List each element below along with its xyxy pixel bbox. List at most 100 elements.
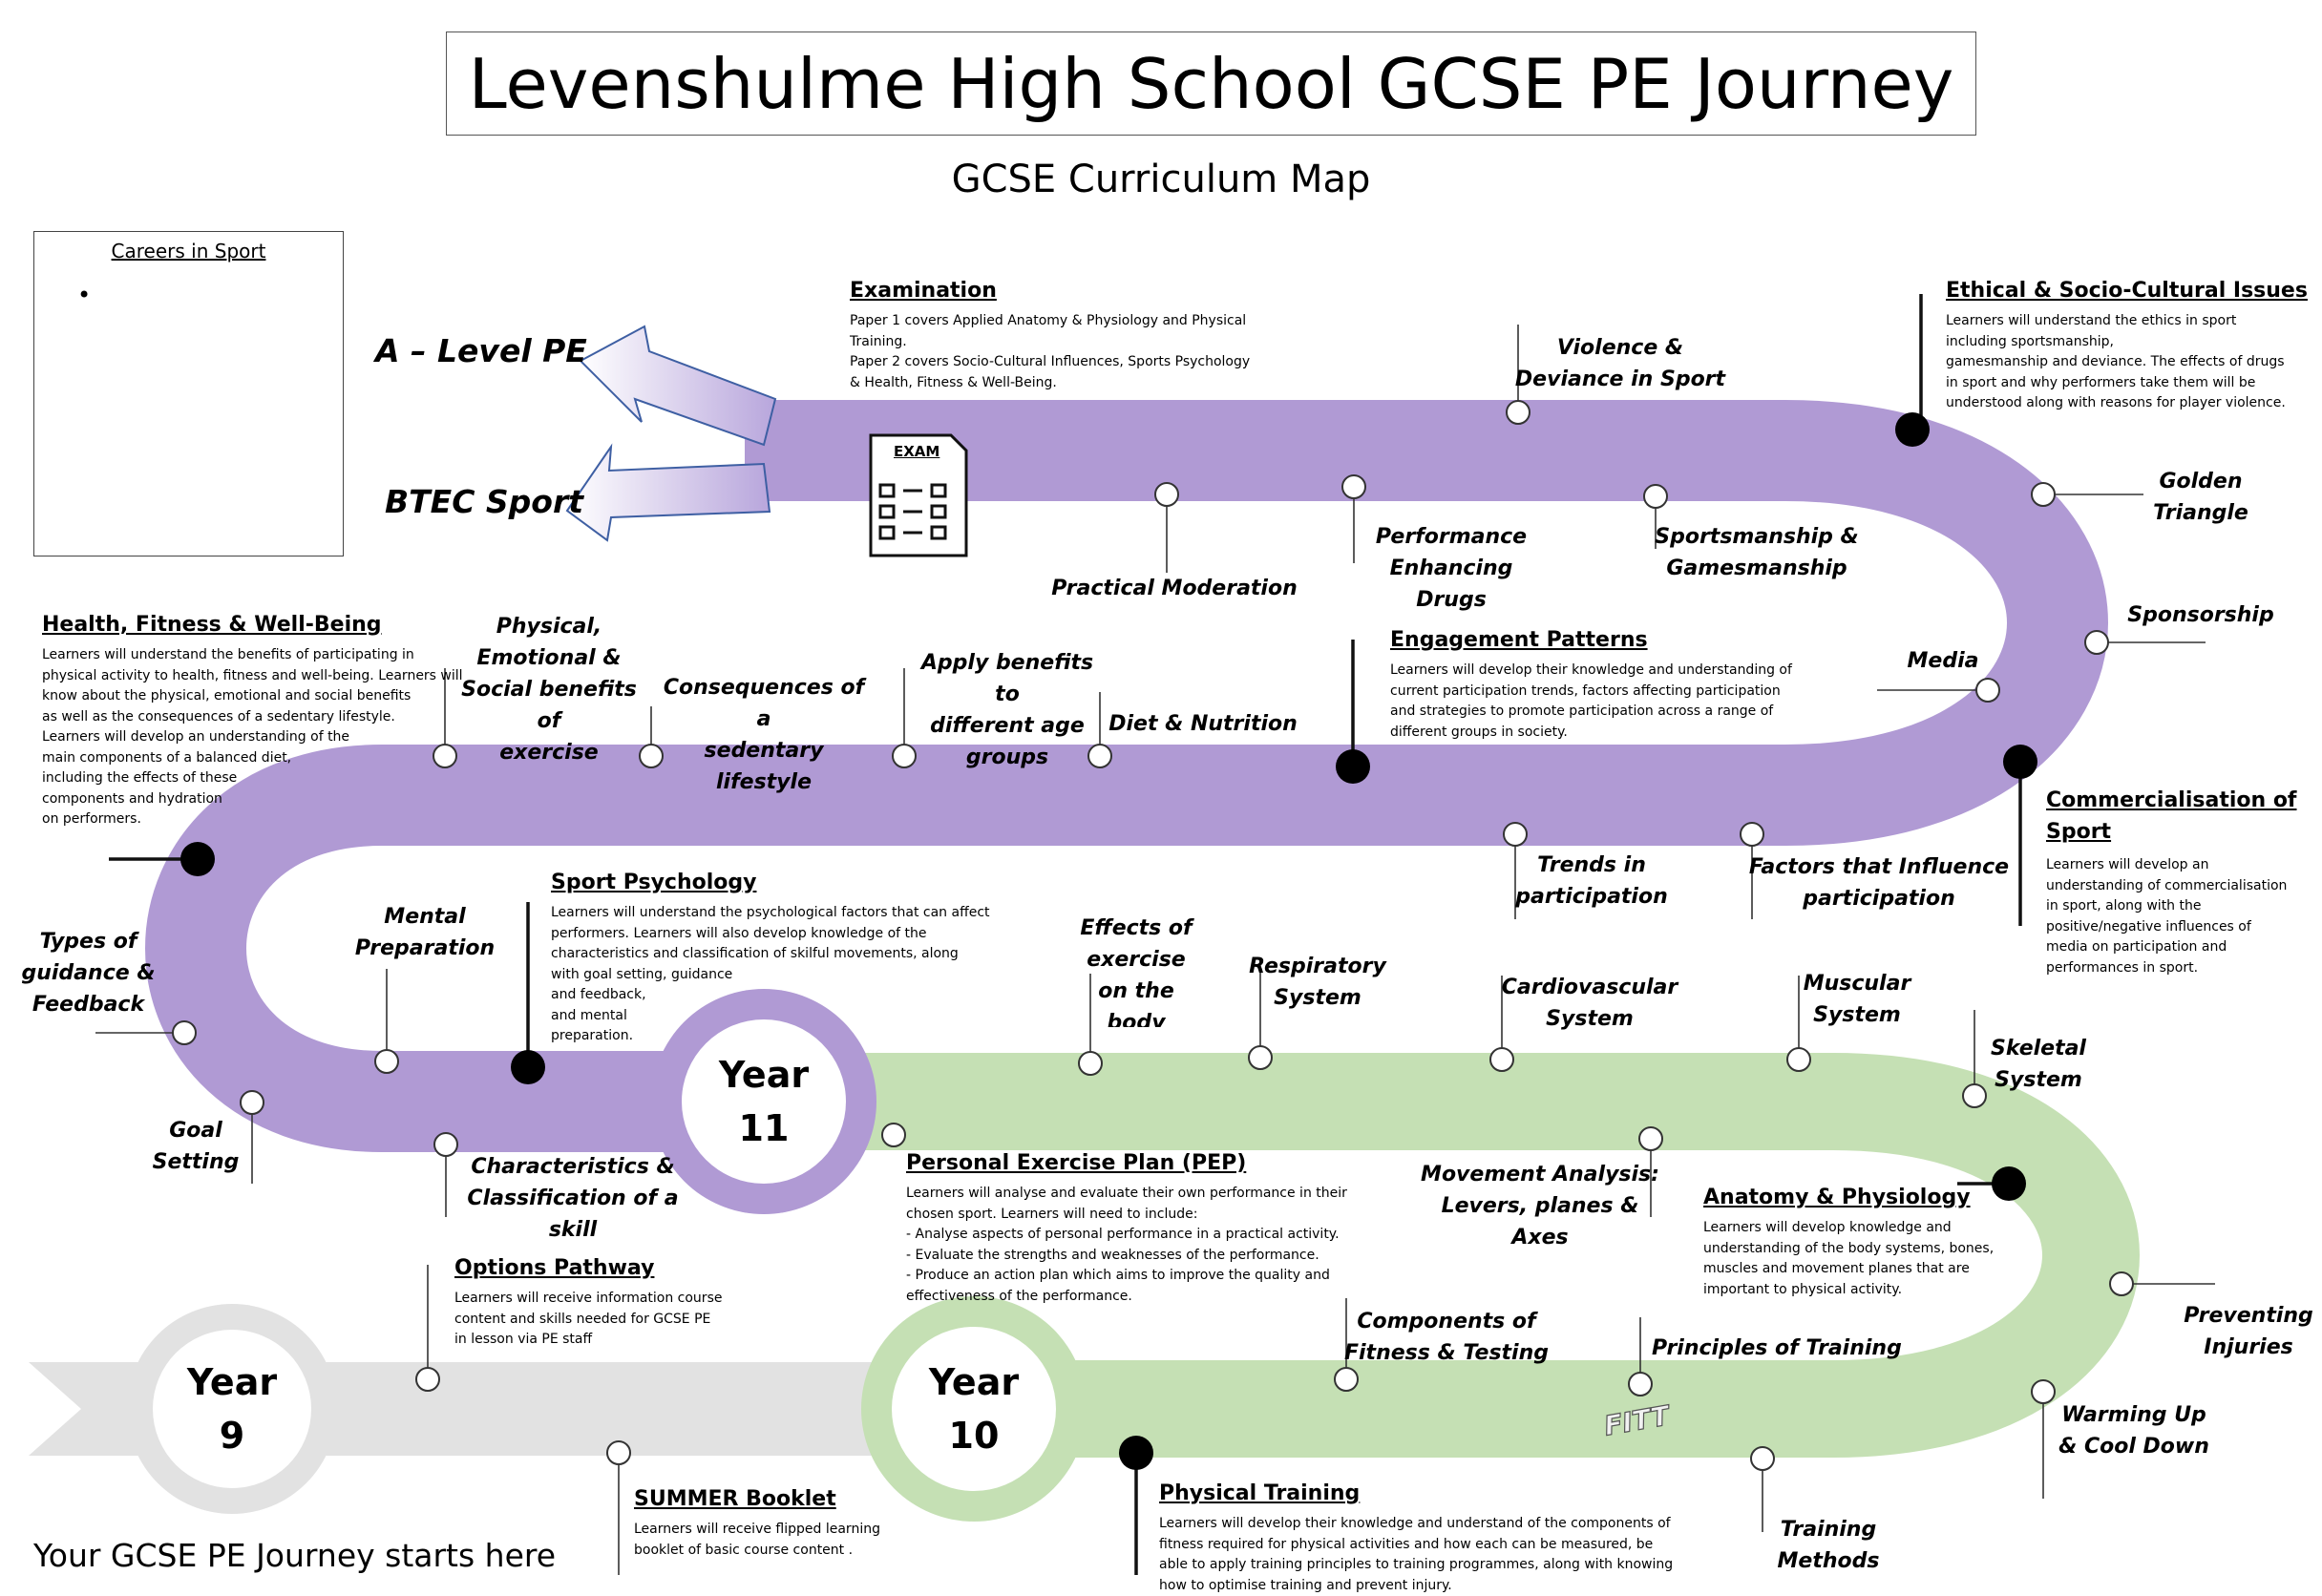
dot-muscular [1786, 1047, 1811, 1072]
engagement-title: Engagement Patterns [1390, 628, 1648, 652]
dot-warming [2031, 1379, 2056, 1404]
dot-cardio [1489, 1047, 1514, 1072]
careers-title: Careers in Sport [111, 240, 266, 262]
dot-preventing [2109, 1271, 2134, 1296]
dot-respiratory [1248, 1045, 1273, 1070]
psychology-body: Learners will understand the psychologic… [551, 905, 990, 1043]
block-physical-training: Physical Training Learners will develop … [1159, 1481, 1673, 1596]
year10-label: Year 10 [928, 1361, 1020, 1457]
dot-movement [1638, 1126, 1663, 1151]
commercialisation-title: Commercialisation of Sport [2046, 788, 2297, 844]
label-ped: Performance Enhancing Drugs [1375, 525, 1528, 612]
dot-ethical [1895, 412, 1930, 447]
label-practical: Practical Moderation [1051, 577, 1298, 600]
careers-box: Careers in Sport • [33, 231, 344, 556]
journey-start-text: Your GCSE PE Journey starts here [33, 1537, 557, 1574]
alevel-label: A – Level PE [375, 332, 587, 369]
label-media: Media [1907, 649, 1979, 673]
dot-sedentary [639, 744, 664, 768]
label-sportsmanship: Sportsmanship & Gamesmanship [1655, 525, 1859, 580]
dot-violence [1506, 400, 1530, 425]
label-sedentary: Consequences of a sedentary lifestyle [663, 676, 865, 794]
commercialisation-body: Learners will develop an understanding o… [2046, 857, 2288, 976]
pep-title: Personal Exercise Plan (PEP) [906, 1151, 1247, 1175]
dot-options [415, 1367, 440, 1392]
ethical-body: Learners will understand the ethics in s… [1946, 313, 2286, 410]
page-subtitle: GCSE Curriculum Map [951, 158, 1371, 201]
label-mental: Mental Preparation [354, 905, 496, 960]
year11-label: Year 11 [718, 1054, 810, 1149]
dot-physical-training [1119, 1436, 1153, 1470]
label-characteristics: Characteristics & Classification of a sk… [467, 1155, 679, 1242]
label-warming: Warming Up & Cool Down [2058, 1403, 2209, 1459]
dot-pep [881, 1123, 906, 1147]
dot-sponsorship [2084, 630, 2109, 655]
label-types-guidance: Types of guidance & Feedback [21, 930, 156, 1017]
label-components: Components of Fitness & Testing [1343, 1310, 1550, 1365]
block-health: Health, Fitness & Well-Being Learners wi… [42, 613, 463, 830]
page-title: Levenshulme High School GCSE PE Journey [468, 43, 1954, 124]
label-violence: Violence & Deviance in Sport [1514, 336, 1726, 391]
dot-engagement [1336, 749, 1370, 784]
block-options: Options Pathway Learners will receive in… [454, 1256, 722, 1351]
anatomy-title: Anatomy & Physiology [1703, 1186, 1971, 1209]
label-goal-setting: Goal Setting [152, 1119, 240, 1174]
block-summer: SUMMER Booklet Learners will receive fli… [634, 1487, 880, 1561]
dot-psychology [511, 1050, 545, 1084]
year11-circle [651, 989, 876, 1214]
dot-skeletal [1962, 1083, 1987, 1108]
connector-lines [95, 325, 2215, 1575]
health-body: Learners will understand the benefits of… [42, 647, 463, 827]
block-ethical: Ethical & Socio-Cultural Issues Learners… [1946, 279, 2308, 414]
dot-types-guidance [172, 1020, 197, 1045]
block-commercialisation: Commercialisation of Sport Learners will… [2046, 785, 2297, 978]
dot-diet [1087, 744, 1112, 768]
dot-apply-benefits [892, 744, 917, 768]
label-apply-benefits: Apply benefits to different age groups [920, 651, 1094, 769]
dot-principles [1628, 1372, 1653, 1396]
pep-body: Learners will analyse and evaluate their… [906, 1186, 1347, 1304]
options-title: Options Pathway [454, 1256, 655, 1280]
dot-summer [606, 1440, 631, 1465]
dot-health [180, 842, 215, 876]
dot-effects [1078, 1051, 1103, 1076]
anatomy-body: Learners will develop knowledge and unde… [1703, 1220, 1995, 1297]
label-preventing: Preventing Injuries [2184, 1304, 2313, 1359]
label-principles: Principles of Training [1652, 1336, 1902, 1360]
dot-physical-benefits [433, 744, 457, 768]
ethical-title: Ethical & Socio-Cultural Issues [1946, 279, 2308, 303]
label-golden: Golden Triangle [2153, 470, 2248, 525]
label-respiratory: Respiratory System [1249, 955, 1386, 1010]
physical-training-title: Physical Training [1159, 1481, 1361, 1505]
psychology-title: Sport Psychology [551, 871, 757, 894]
label-movement: Movement Analysis: Levers, planes & Axes [1421, 1163, 1659, 1250]
engagement-body: Learners will develop their knowledge an… [1390, 662, 1792, 740]
exam-icon-label: EXAM [894, 443, 940, 460]
label-sponsorship: Sponsorship [2127, 603, 2274, 627]
label-muscular: Muscular System [1803, 972, 1911, 1027]
dot-goal-setting [240, 1090, 264, 1115]
dot-training-methods [1750, 1446, 1775, 1471]
summer-title: SUMMER Booklet [634, 1487, 836, 1511]
label-skeletal: Skeletal System [1991, 1037, 2086, 1092]
label-physical-benefits: Physical, Emotional & Social benefits of… [461, 615, 637, 765]
dot-ped [1341, 474, 1366, 499]
dot-practical [1154, 482, 1179, 507]
careers-bullet: • [77, 282, 92, 308]
year9-circle [127, 1304, 337, 1514]
dot-components [1334, 1367, 1359, 1392]
summer-body: Learners will receive flipped learning b… [634, 1522, 880, 1558]
physical-training-body: Learners will develop their knowledge an… [1159, 1516, 1674, 1593]
dot-media [1975, 678, 2000, 703]
title-box: Levenshulme High School GCSE PE Journey [446, 32, 1976, 136]
dot-commercialisation [2003, 745, 2037, 779]
topic-dots [172, 400, 2134, 1471]
health-title: Health, Fitness & Well-Being [42, 613, 382, 637]
alevel-arrow [565, 325, 777, 542]
year9-label: Year 9 [186, 1361, 278, 1457]
label-effects: Effects of exercise on the body [1080, 916, 1193, 1027]
btec-label: BTEC Sport [385, 483, 584, 520]
block-anatomy: Anatomy & Physiology Learners will devel… [1703, 1186, 1994, 1300]
dot-sportsmanship [1643, 484, 1668, 509]
